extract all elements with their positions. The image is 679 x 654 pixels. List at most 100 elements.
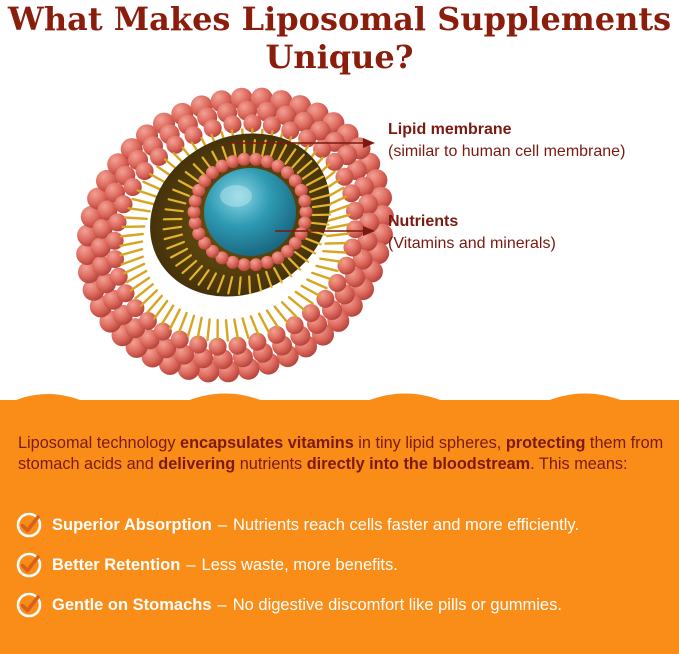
- inner-lipid-tail: [162, 225, 183, 231]
- orange-info-band: [0, 400, 679, 654]
- lipid-head-sphere: [208, 337, 227, 356]
- check-circle-icon: [16, 592, 42, 618]
- inner-lipid-head: [187, 205, 201, 219]
- lipid-tail: [127, 206, 151, 213]
- inner-lipid-tail: [170, 247, 189, 259]
- lipid-head-sphere: [105, 231, 124, 250]
- inner-lipid-head: [299, 205, 313, 219]
- inner-lipid-head: [288, 174, 302, 188]
- label-lipid-membrane: Lipid membrane (similar to human cell me…: [388, 119, 625, 163]
- inner-lipid-tail: [166, 240, 185, 250]
- lipid-head-sphere: [109, 267, 128, 286]
- liposome-diagram: [76, 87, 394, 383]
- outer-lipid-heads: [76, 87, 394, 383]
- lipid-tail: [134, 283, 154, 300]
- lipid-head-sphere: [170, 330, 189, 349]
- lipid-head-sphere: [285, 316, 304, 335]
- inner-lipid-tail: [175, 254, 193, 267]
- inner-lipid-tail: [181, 260, 198, 274]
- benefit-item: Better Retention–Less waste, more benefi…: [16, 552, 398, 578]
- lipid-tail: [326, 232, 351, 238]
- lipid-tail: [142, 180, 164, 192]
- inner-lipid-head: [237, 258, 251, 272]
- label-lipid-membrane-title: Lipid membrane: [388, 121, 512, 138]
- lipid-head-sphere: [325, 152, 344, 171]
- inner-lipid-tail: [290, 153, 305, 169]
- intro-paragraph: Liposomal technology encapsulates vitami…: [18, 433, 673, 474]
- inner-lipid-tail: [294, 251, 310, 263]
- lipid-head-sphere: [302, 304, 320, 323]
- lipid-head-sphere: [106, 250, 124, 269]
- lipid-head-sphere: [189, 335, 208, 354]
- inner-lipid-tail: [164, 208, 184, 213]
- wave-divider: [0, 393, 679, 426]
- intro-segment: Liposomal technology: [18, 434, 181, 452]
- lipid-tail: [326, 213, 351, 223]
- lipid-tail: [119, 247, 144, 257]
- lipid-head-sphere: [335, 167, 354, 186]
- lipid-tail: [120, 255, 144, 266]
- pointer-nutrients: [275, 226, 375, 236]
- benefit-title: Gentle on Stomachs: [52, 595, 212, 614]
- intro-segment: protecting: [505, 434, 586, 452]
- lipid-tail: [273, 305, 289, 324]
- lipid-tail: [125, 269, 148, 284]
- inner-lipid-tail: [310, 221, 330, 226]
- lipid-tail: [315, 264, 339, 273]
- lipid-tail: [322, 249, 347, 254]
- title-line-2: Unique?: [265, 38, 414, 76]
- check-circle-icon: [16, 552, 42, 578]
- lipid-head-sphere: [108, 213, 127, 232]
- lipid-head-sphere: [92, 218, 113, 239]
- inner-lipid-head: [281, 166, 294, 180]
- intro-segment: . This means:: [530, 454, 628, 473]
- inner-lipid-tail: [265, 270, 273, 289]
- inner-lipid-tail: [310, 193, 331, 201]
- lipid-tail: [119, 240, 144, 248]
- lipid-tail: [257, 312, 270, 333]
- benefit-description: Nutrients reach cells faster and more ef…: [233, 515, 580, 534]
- lipid-head-sphere: [223, 115, 242, 134]
- lipid-head-sphere: [346, 201, 364, 220]
- lipid-head-sphere: [203, 119, 222, 138]
- inner-lipid-heads: [187, 152, 313, 272]
- label-nutrients-note: (Vitamins and minerals): [388, 235, 556, 252]
- lipid-head-sphere: [123, 178, 142, 196]
- inner-lipid-head: [188, 216, 202, 230]
- lipid-tail: [306, 278, 328, 290]
- arrowhead-lipid: [363, 138, 375, 148]
- lipid-head-sphere: [248, 332, 267, 351]
- inner-lipid-head: [192, 227, 206, 241]
- lipid-head-sphere: [150, 147, 168, 166]
- inner-lipid-tail: [167, 198, 187, 205]
- lipid-tail: [324, 241, 349, 245]
- benefit-description: No digestive discomfort like pills or gu…: [232, 595, 562, 614]
- inner-lipid-tail: [277, 144, 288, 162]
- inner-lipid-tail: [227, 276, 234, 295]
- inner-lipid-head: [192, 183, 206, 197]
- inner-lipid-head: [260, 155, 274, 169]
- inner-lipid-head: [260, 255, 274, 269]
- lipid-tail: [287, 296, 307, 312]
- lipid-head-sphere: [135, 162, 154, 181]
- label-nutrients: Nutrients (Vitamins and minerals): [388, 211, 556, 255]
- inner-lipid-tail: [189, 265, 204, 281]
- arrowhead-nutrients: [363, 226, 375, 236]
- lipid-tail: [319, 257, 343, 263]
- intro-segment: nutrients: [235, 454, 307, 473]
- lipid-head-sphere: [156, 338, 177, 359]
- lipid-tail: [326, 222, 351, 230]
- benefit-separator: –: [217, 595, 227, 614]
- inner-lipid-head: [249, 152, 263, 166]
- lipid-tail: [326, 204, 350, 215]
- lipid-head-sphere: [281, 121, 300, 140]
- inner-lipid-head: [298, 194, 312, 208]
- label-lipid-membrane-note: (similar to human cell membrane): [388, 143, 626, 160]
- lipid-tail: [123, 216, 148, 221]
- inner-lipid-tail: [177, 179, 195, 190]
- inner-lipid-head: [288, 236, 302, 250]
- lipid-head-sphere: [116, 284, 135, 303]
- lipid-head-sphere: [126, 299, 145, 318]
- intro-segment: in tiny lipid spheres,: [353, 434, 506, 452]
- inner-lipid-tail: [216, 274, 225, 293]
